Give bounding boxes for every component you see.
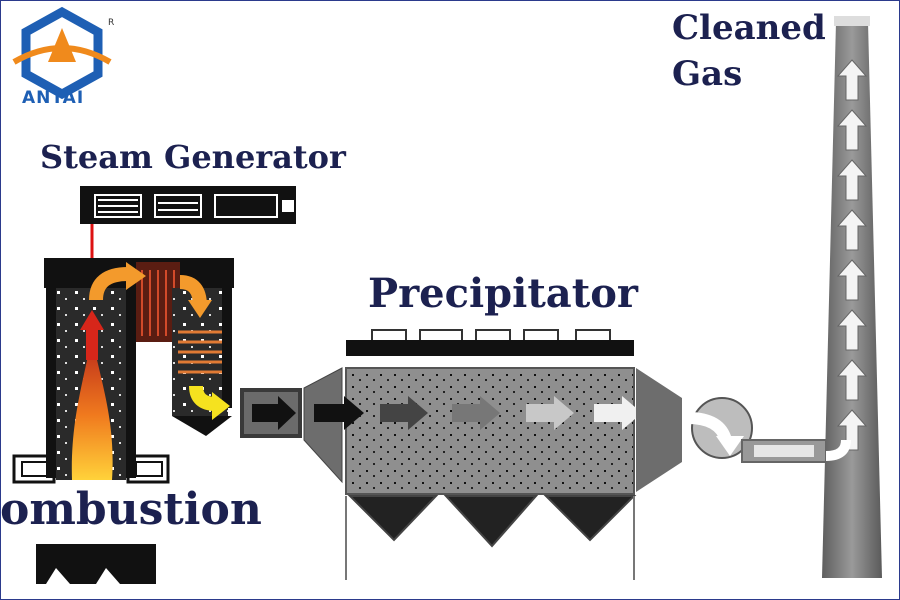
label-steam-generator: Steam Generator: [40, 138, 346, 176]
chimney-stack: [822, 16, 882, 578]
antai-logo-icon: [12, 6, 112, 100]
stack-up-arrow: [836, 209, 868, 251]
precipitator-unit: [314, 329, 827, 580]
stack-up-arrow: [836, 59, 868, 101]
stack-up-arrow: [836, 109, 868, 151]
inlet-duct: [240, 367, 343, 484]
flame: [71, 336, 113, 480]
steam-drum: [80, 186, 296, 224]
hot-gas-arrow: [80, 310, 104, 360]
stack-up-arrow: [836, 259, 868, 301]
label-cleaned-gas-line2: Gas: [672, 54, 743, 94]
flow-arrow-1: [89, 267, 129, 301]
stack-up-arrow: [836, 359, 868, 401]
registered-mark: R: [108, 18, 115, 28]
stack-up-arrow: [836, 409, 868, 451]
label-combustion: ombustion: [0, 484, 262, 535]
label-precipitator: Precipitator: [368, 270, 638, 317]
stack-up-arrow: [836, 159, 868, 201]
stack-up-arrow: [836, 309, 868, 351]
boiler: [12, 258, 234, 584]
label-cleaned-gas-line1: Cleaned: [672, 8, 826, 48]
brand-name: ANTAI: [22, 88, 85, 108]
